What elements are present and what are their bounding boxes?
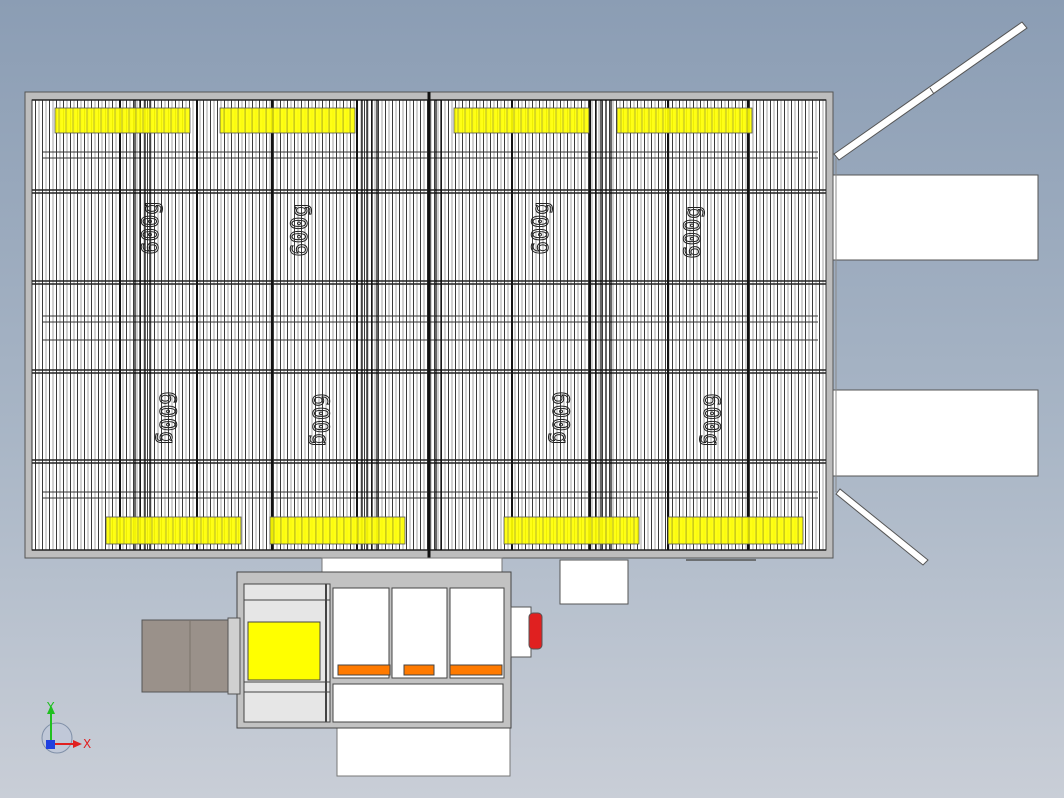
highlight-slat-overlay bbox=[58, 108, 799, 544]
highlight-bar-bottom-2 bbox=[269, 516, 406, 545]
weight-labels: 600g 600g 600g 600g 600g 600g 600g 600g bbox=[139, 201, 724, 447]
highlight-bar-top-2 bbox=[219, 107, 356, 134]
axis-triad: Y X bbox=[41, 700, 91, 754]
compartment-2 bbox=[391, 587, 448, 679]
weight-label-bottom-4: 600g bbox=[698, 394, 723, 447]
control-box bbox=[559, 559, 629, 605]
highlight-bar-top-3 bbox=[453, 107, 590, 134]
motor-coupling bbox=[227, 617, 241, 695]
weight-label-bottom-1: 600g bbox=[154, 392, 179, 445]
highlight-bar-bottom-3 bbox=[503, 516, 640, 545]
main-rack: 600g 600g 600g 600g 600g 600g 600g 600g bbox=[24, 91, 834, 559]
y-axis-label: Y bbox=[46, 700, 55, 714]
x-axis-label: X bbox=[83, 737, 91, 751]
highlight-bar-top-4 bbox=[616, 107, 753, 134]
heater-strip-1 bbox=[337, 664, 391, 676]
highlight-bars bbox=[54, 107, 804, 545]
alarm-housing bbox=[510, 606, 532, 658]
heater-strip-2 bbox=[403, 664, 435, 676]
highlight-bar-bottom-1 bbox=[105, 516, 242, 545]
bottom-chute bbox=[336, 727, 511, 777]
weight-label-top-1: 600g bbox=[139, 202, 164, 255]
right-door-assembly bbox=[832, 21, 1039, 566]
compartment-3 bbox=[449, 587, 505, 679]
lower-machine-unit bbox=[141, 557, 543, 777]
weight-label-bottom-3: 600g bbox=[547, 392, 572, 445]
heater-strip-3 bbox=[449, 664, 503, 676]
door-panel-upper bbox=[832, 174, 1039, 261]
weight-label-top-3: 600g bbox=[529, 202, 554, 255]
door-arm-upper bbox=[833, 21, 1028, 161]
rack-dense-columns bbox=[134, 100, 612, 550]
weight-label-top-2: 600g bbox=[288, 204, 313, 257]
door-panel-lower bbox=[832, 389, 1039, 477]
compartment-1 bbox=[332, 587, 390, 679]
rack-columns bbox=[119, 92, 749, 558]
door-arm-lower bbox=[835, 488, 929, 566]
output-tray bbox=[332, 683, 504, 723]
yellow-hopper bbox=[247, 621, 321, 681]
weight-label-top-4: 600g bbox=[681, 206, 706, 259]
z-axis-marker bbox=[46, 740, 55, 749]
highlight-bar-bottom-4 bbox=[667, 516, 804, 545]
motor-block bbox=[141, 619, 229, 693]
alarm-indicator bbox=[528, 612, 543, 650]
weight-label-bottom-2: 600g bbox=[307, 394, 332, 447]
highlight-bar-top-1 bbox=[54, 107, 191, 134]
